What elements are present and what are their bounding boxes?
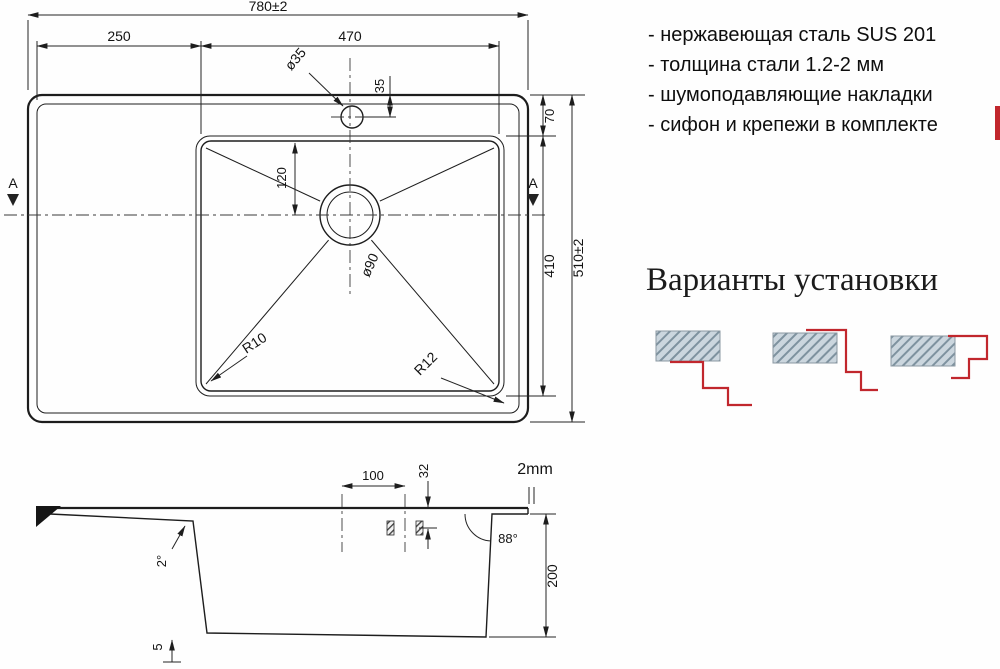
dim-bottom-radius: 5 — [150, 639, 181, 663]
side-bowl-profile — [49, 513, 528, 638]
countertop-block-3 — [890, 335, 956, 367]
dim-ledge-height: 32 — [416, 464, 437, 549]
feature-item-thickness: - толщина стали 1.2-2 мм — [648, 54, 884, 76]
dim-label-bowl-depth: 200 — [544, 564, 560, 588]
dim-label-board-slope: 2° — [154, 555, 169, 567]
dim-label-outer-radius: R12 — [411, 349, 441, 379]
deck-hole-edge-left — [386, 520, 395, 536]
install-option-1 — [655, 330, 752, 407]
section-arrow-right-icon — [527, 194, 539, 206]
sink-profile-1 — [670, 360, 752, 407]
installation-options — [655, 328, 989, 407]
dim-label-left-width: 250 — [107, 28, 131, 44]
dim-label-ledge-height: 32 — [416, 464, 431, 478]
dim-label-bowl-length: 410 — [541, 254, 557, 278]
section-label-left: A — [8, 175, 18, 191]
section-marker-left: A — [7, 175, 19, 206]
dim-label-bottom-radius: 5 — [150, 643, 165, 650]
feature-list: - нержавеющая сталь SUS 201 - толщина ст… — [648, 20, 938, 140]
dim-label-hole-offset: 100 — [362, 468, 384, 483]
sink-profile-2 — [806, 328, 878, 392]
dim-faucet-hole: ø35 — [281, 44, 344, 107]
dim-label-inner-radius: R10 — [239, 329, 269, 357]
dim-label-total-width: 780±2 — [249, 0, 288, 14]
dim-radii: R10 R12 — [210, 329, 505, 404]
dim-label-total-depth: 510±2 — [570, 238, 586, 277]
section-arrow-left-icon — [7, 194, 19, 206]
dim-label-wall-angle: 88° — [498, 531, 518, 546]
dim-label-steel-thickness: 2mm — [517, 461, 553, 478]
dim-right-column: 70 410 510±2 — [506, 94, 586, 423]
side-view: 100 32 2mm 88° — [36, 461, 560, 663]
installation-title: Варианты установки — [646, 262, 939, 298]
dim-left-and-bowl-width: 250 470 — [36, 28, 500, 134]
feature-item-included: - сифон и крепежи в комплекте — [648, 114, 938, 136]
sink-outline — [26, 93, 530, 424]
dim-steel-thickness: 2mm — [517, 461, 553, 504]
countertop-block-2 — [772, 332, 838, 364]
feature-item-noise-pads: - шумоподавляющие накладки — [648, 84, 933, 106]
countertop-block-1 — [655, 330, 721, 362]
dim-label-faucet-offset: 35 — [372, 79, 387, 93]
dim-hole-offset: 100 — [341, 468, 406, 489]
dim-label-bowl-width: 470 — [338, 28, 362, 44]
feature-item-material: - нержавеющая сталь SUS 201 — [648, 24, 937, 46]
sink-rim-inner — [36, 103, 520, 414]
install-option-3 — [890, 334, 989, 380]
section-label-right: A — [528, 175, 538, 191]
dim-label-drain-dia: ø90 — [357, 250, 382, 279]
bowl-outline — [195, 135, 505, 397]
dim-faucet-offset: 35 — [363, 76, 396, 118]
page-edge-red-mark — [995, 106, 1000, 140]
top-view: A A 780±2 250 470 — [4, 0, 586, 424]
dim-bowl-depth: 200 — [489, 513, 560, 638]
dim-total-width: 780±2 — [27, 0, 529, 90]
side-front-lip — [36, 506, 61, 527]
dim-label-drain-offset: 120 — [274, 167, 289, 189]
dim-board-slope: 2° — [154, 525, 186, 567]
dim-drain-offset: 120 — [274, 142, 298, 216]
dim-wall-angle: 88° — [464, 513, 518, 546]
sink-profile-3 — [948, 334, 989, 380]
install-option-2 — [772, 328, 878, 392]
section-marker-right: A — [527, 175, 539, 206]
dim-label-top-offset: 70 — [542, 109, 557, 123]
dim-label-faucet-dia: ø35 — [281, 44, 309, 73]
